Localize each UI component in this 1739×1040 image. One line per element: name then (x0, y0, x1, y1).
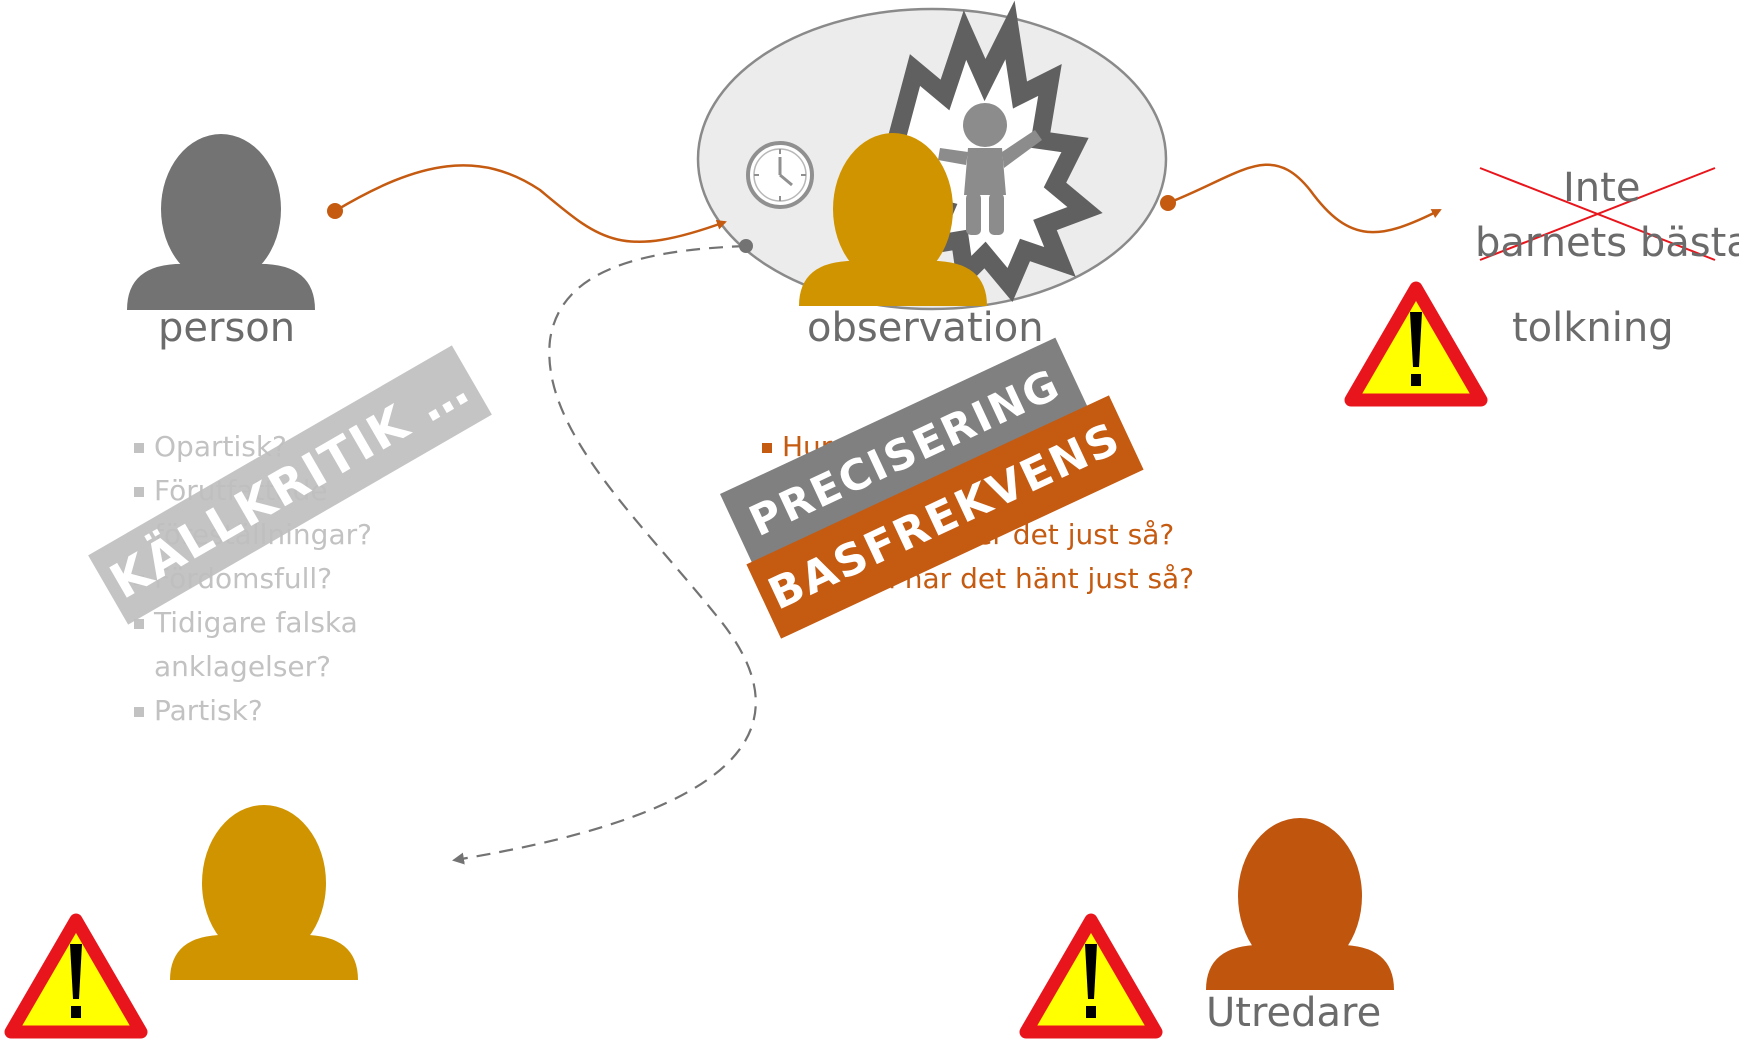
cross-out-icon (1479, 167, 1716, 261)
observation-to-interpretation-arrow (1167, 163, 1442, 234)
investigator-label: Utredare (1206, 990, 1382, 1036)
observer-icon (799, 133, 987, 306)
person-label: person (158, 305, 296, 351)
list-item: Tidigare falska anklagelser? (132, 601, 414, 689)
observation-label: observation (807, 305, 1044, 351)
person-icon (127, 134, 315, 310)
investigator-icon (1206, 818, 1394, 990)
crossed-inte-label: Inte (1563, 165, 1641, 211)
warning-icon (1344, 281, 1488, 407)
person-to-observation-arrow (334, 164, 727, 243)
interpretation-label: tolkning (1512, 305, 1674, 351)
crossed-barnets-basta-label: barnets bästa (1475, 220, 1739, 266)
list-item: Partisk? (132, 689, 552, 733)
warning-icon (1019, 913, 1163, 1039)
child-icon (938, 103, 1042, 235)
warning-icon (4, 913, 148, 1039)
clock-icon (746, 141, 814, 209)
witness-icon (170, 805, 358, 980)
